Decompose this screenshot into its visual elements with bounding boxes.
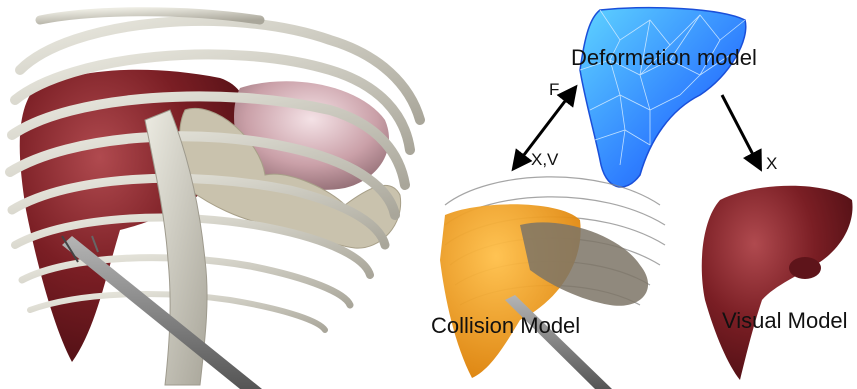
deformation-model-label: Deformation model	[571, 45, 757, 71]
arrow-x-label: X	[766, 154, 777, 174]
visual-model-label: Visual Model	[722, 308, 848, 334]
left-anatomy-render	[10, 12, 420, 389]
arrow-x	[722, 95, 760, 168]
visual-liver-lobe	[789, 257, 821, 279]
collision-tool	[505, 295, 612, 389]
arrow-f-label: F	[549, 80, 559, 100]
deformation-mesh	[580, 8, 746, 187]
visual-liver	[702, 186, 853, 380]
collision-model-render	[440, 177, 665, 389]
arrow-xv-label: X,V	[531, 150, 558, 170]
collision-model-label: Collision Model	[431, 313, 580, 339]
